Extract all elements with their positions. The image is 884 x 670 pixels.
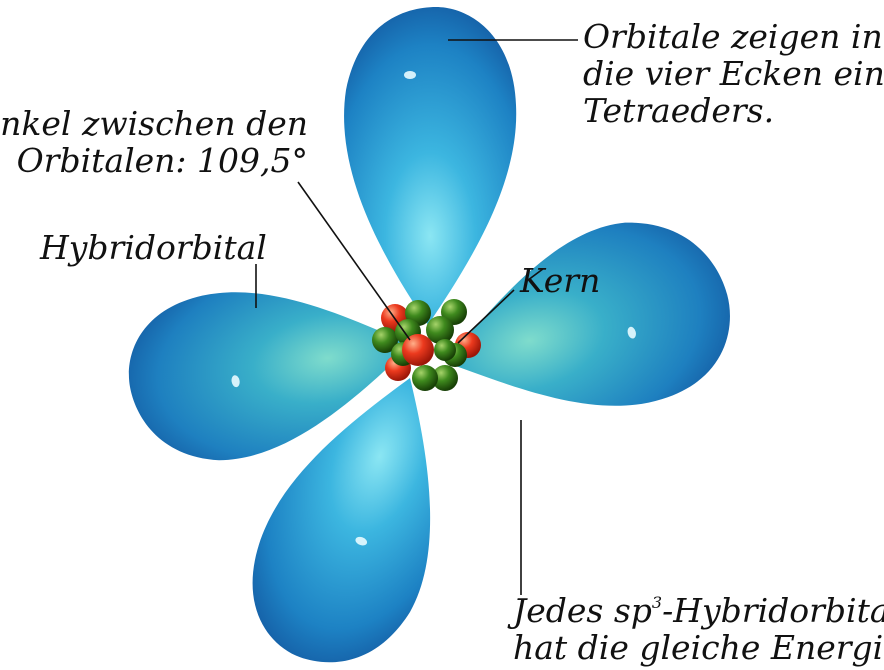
label-energy-superscript: 3 — [652, 593, 662, 612]
label-nucleus: Kern — [520, 262, 600, 299]
label-orbitals-line-1: Orbitale zeigen in — [583, 18, 884, 55]
label-angle-line-1: Winkel zwischen den — [0, 105, 308, 142]
label-orbitals-tetrahedron: Orbitale zeigen in die vier Ecken eines … — [583, 18, 884, 129]
label-angle-line-2: Orbitalen: 109,5° — [0, 142, 308, 179]
label-energy-line-1: Jedes sp3-Hybridorbital — [513, 592, 884, 629]
label-energy-line-2: hat die gleiche Energie. — [513, 629, 884, 666]
label-energy-suffix: -Hybridorbital — [662, 591, 884, 630]
label-orbitals-line-3: Tetraeders. — [583, 92, 884, 129]
label-orbitals-line-2: die vier Ecken eines — [583, 55, 884, 92]
label-hybridorbital: Hybridorbital — [40, 229, 267, 266]
label-energy: Jedes sp3-Hybridorbital hat die gleiche … — [513, 592, 884, 666]
label-energy-prefix: Jedes sp — [513, 591, 652, 630]
orbital-lobe-top — [344, 7, 516, 325]
label-angle: Winkel zwischen den Orbitalen: 109,5° — [0, 105, 308, 179]
nucleus — [372, 299, 481, 391]
